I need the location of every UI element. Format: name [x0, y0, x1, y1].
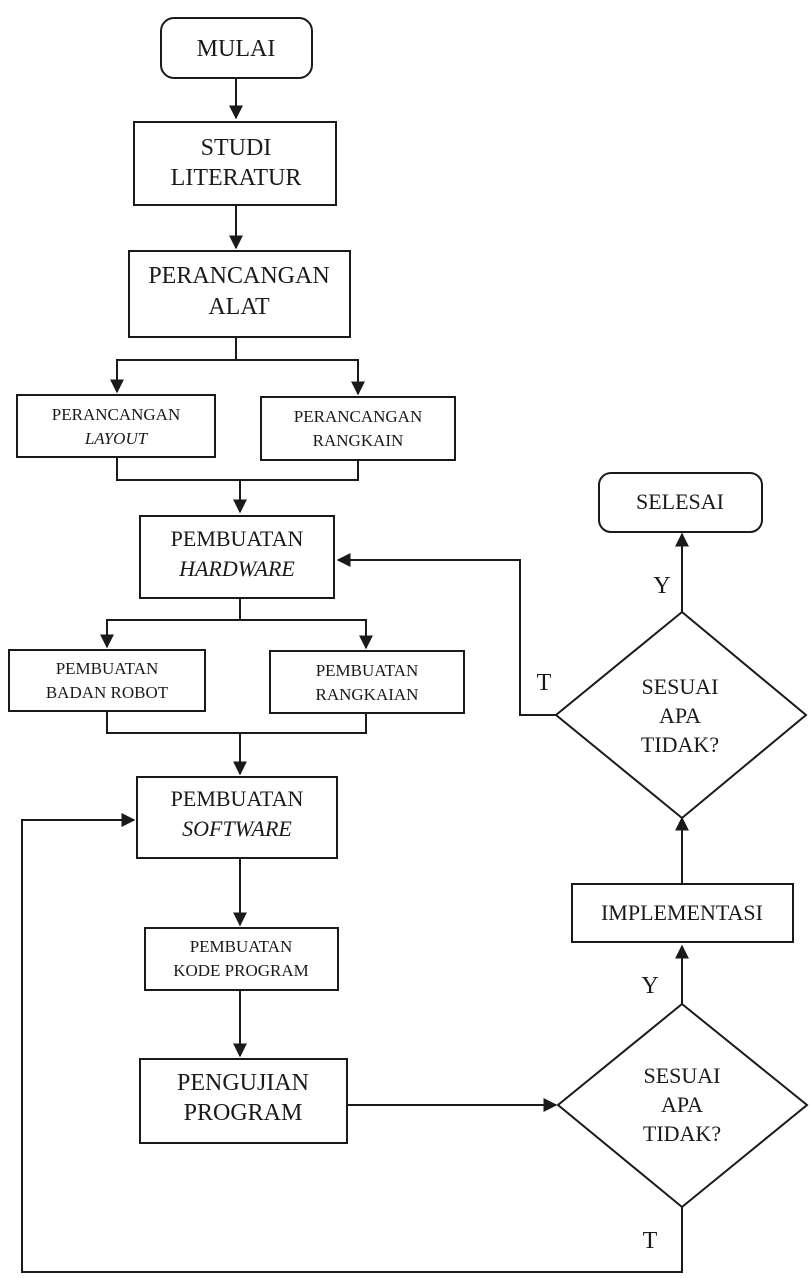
process-pembuatan-rangkaian: PEMBUATAN RANGKAIAN [269, 650, 465, 714]
process-perancangan-layout: PERANCANGAN LAYOUT [16, 394, 216, 458]
decision-lower: SESUAI APA TIDAK? [556, 1002, 809, 1209]
arrow-to-perancangan-layout [110, 337, 237, 394]
connectors [21, 78, 689, 1273]
decision-upper-line2: APA [659, 703, 701, 728]
decision-upper: SESUAI APA TIDAK? [554, 610, 808, 820]
perancangan-rangkain-line2: RANGKAIN [313, 431, 404, 450]
start-label: MULAI [197, 36, 276, 62]
pembuatan-hardware-line2: HARDWARE [178, 556, 295, 581]
upper-yes-label: Y [653, 573, 670, 599]
process-pembuatan-software: PEMBUATAN SOFTWARE [136, 776, 338, 859]
pembuatan-rangkaian-line2: RANGKAIAN [316, 685, 419, 704]
decision-upper-line1: SESUAI [641, 674, 718, 699]
merge-pembuatan [106, 711, 367, 734]
arrow-upper-no-loop [336, 553, 556, 716]
end-terminal: SELESAI [598, 472, 763, 533]
pembuatan-software-line2: SOFTWARE [182, 816, 292, 841]
pembuatan-badan-line2: BADAN ROBOT [46, 683, 169, 702]
start-terminal: MULAI [160, 17, 313, 79]
decision-lower-line3: TIDAK? [643, 1121, 721, 1146]
perancangan-rangkain-line1: PERANCANGAN [294, 407, 422, 426]
process-pengujian-program: PENGUJIAN PROGRAM [139, 1058, 348, 1144]
process-studi-literatur: STUDI LITERATUR [133, 121, 337, 206]
perancangan-alat-line1: PERANCANGAN [148, 263, 329, 289]
end-label: SELESAI [636, 489, 724, 514]
merge-perancangan [116, 457, 359, 481]
pengujian-line2: PROGRAM [184, 1100, 303, 1126]
arrow-lower-no-loop [21, 813, 683, 1273]
kode-program-line1: PEMBUATAN [190, 937, 293, 956]
process-pembuatan-badan-robot: PEMBUATAN BADAN ROBOT [8, 649, 206, 712]
arrow-to-pembuatan-rangkaian [240, 619, 373, 650]
perancangan-layout-line2: LAYOUT [84, 429, 149, 448]
arrow-to-pembuatan-badan [100, 598, 241, 649]
process-perancangan-rangkain: PERANCANGAN RANGKAIN [260, 396, 456, 461]
process-kode-program: PEMBUATAN KODE PROGRAM [144, 927, 339, 991]
decision-lower-line1: SESUAI [643, 1063, 720, 1088]
decision-lower-line2: APA [661, 1092, 703, 1117]
perancangan-alat-line2: ALAT [208, 294, 270, 320]
pembuatan-hardware-line1: PEMBUATAN [171, 526, 304, 551]
implementasi-label: IMPLEMENTASI [601, 900, 763, 925]
studi-label-line1: STUDI [201, 135, 272, 161]
pembuatan-rangkaian-line1: PEMBUATAN [316, 661, 419, 680]
arrow-to-perancangan-rangkain [236, 359, 365, 396]
lower-yes-label: Y [641, 973, 658, 999]
pembuatan-software-line1: PEMBUATAN [171, 786, 304, 811]
kode-program-line2: KODE PROGRAM [173, 961, 309, 980]
process-perancangan-alat: PERANCANGAN ALAT [128, 250, 351, 338]
lower-no-label: T [643, 1228, 658, 1254]
perancangan-layout-line1: PERANCANGAN [52, 405, 180, 424]
upper-no-label: T [537, 670, 552, 696]
pembuatan-badan-line1: PEMBUATAN [56, 659, 159, 678]
decision-upper-line3: TIDAK? [641, 732, 719, 757]
process-implementasi: IMPLEMENTASI [571, 883, 794, 943]
studi-label-line2: LITERATUR [171, 165, 302, 191]
process-pembuatan-hardware: PEMBUATAN HARDWARE [139, 515, 335, 599]
pengujian-line1: PENGUJIAN [177, 1070, 309, 1096]
